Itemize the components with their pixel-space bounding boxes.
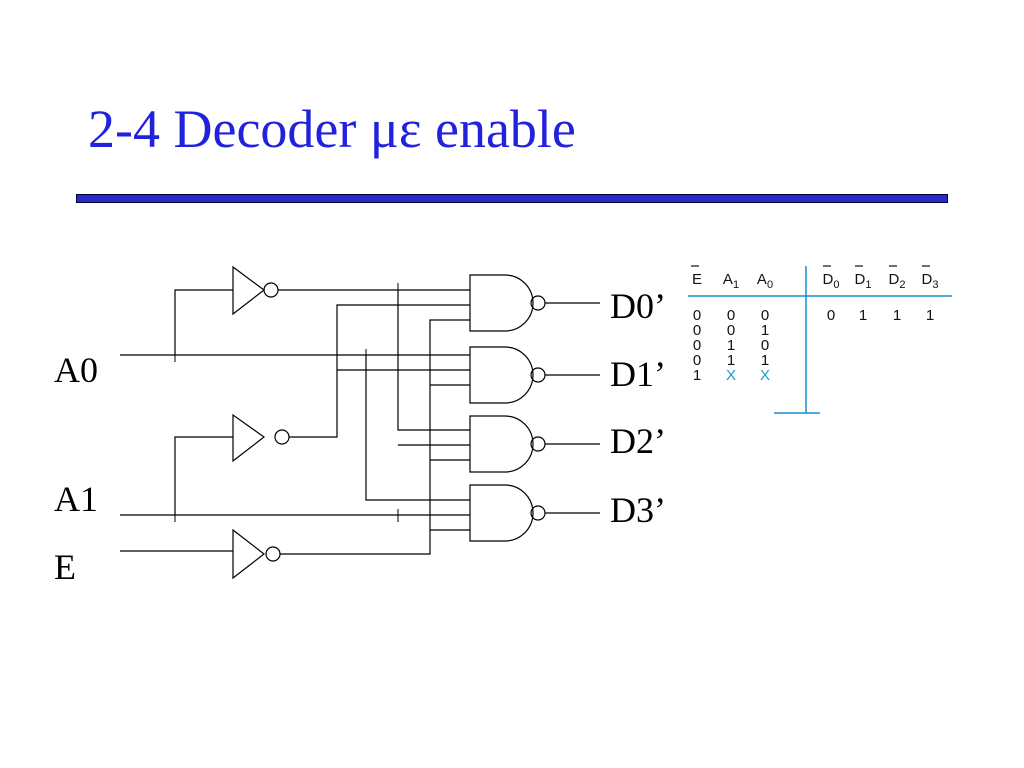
truth-table-cell: 1 [893, 307, 901, 324]
a0-inverter-branch [174, 289, 233, 355]
output-label-d3: D3’ [610, 490, 666, 530]
truth-table-cell: 0 [693, 307, 701, 324]
output-label-d2: D2’ [610, 421, 666, 461]
nand-gate-d3 [469, 484, 600, 542]
nand-gate-d0 [469, 274, 600, 332]
wire-junction-marks [174, 283, 431, 536]
title-underline [76, 194, 948, 203]
a1-inverter-branch [174, 436, 233, 515]
truth-table-cell: 1 [926, 307, 934, 324]
truth-table-cell: X [760, 367, 770, 384]
input-label-a0: A0 [54, 350, 98, 390]
truth-table-header-a0: A0 [757, 271, 773, 291]
not-gate-a0 [232, 265, 470, 316]
truth-table-cell: 0 [727, 307, 735, 324]
truth-table-header-d2: D2 [889, 271, 906, 291]
truth-table-header-e: E [692, 271, 702, 288]
input-label-e: E [54, 547, 76, 587]
truth-table-cell: 0 [693, 337, 701, 354]
truth-table-cell: 1 [727, 352, 735, 369]
truth-table-cell: X [726, 367, 736, 384]
nand-gate-d1 [469, 346, 600, 404]
a0-bar-bus [397, 290, 470, 431]
output-label-d1: D1’ [610, 354, 666, 394]
truth-table-cell: 1 [761, 352, 769, 369]
truth-table-cell: 1 [727, 337, 735, 354]
truth-table-header-d1: D1 [855, 271, 872, 291]
truth-table-header-d0: D0 [823, 271, 840, 291]
page-title: 2-4 Decoder με enable [88, 99, 576, 159]
truth-table-cell: 0 [827, 307, 835, 324]
not-gate-e [232, 319, 470, 580]
truth-table-cell: 1 [761, 322, 769, 339]
truth-table-cell: 1 [859, 307, 867, 324]
truth-table-cell: 0 [693, 322, 701, 339]
output-label-d0: D0’ [610, 286, 666, 326]
truth-table-cell: 0 [693, 352, 701, 369]
input-label-a1: A1 [54, 479, 98, 519]
truth-table-header-a1: A1 [723, 271, 739, 291]
truth-table-cell: 0 [727, 322, 735, 339]
truth-table-cell: 0 [761, 307, 769, 324]
a0-bus [365, 355, 470, 501]
truth-table-cell: 1 [693, 367, 701, 384]
truth-table-header-d3: D3 [922, 271, 939, 291]
nand-gate-d2 [469, 415, 600, 473]
truth-table-cell: 0 [761, 337, 769, 354]
